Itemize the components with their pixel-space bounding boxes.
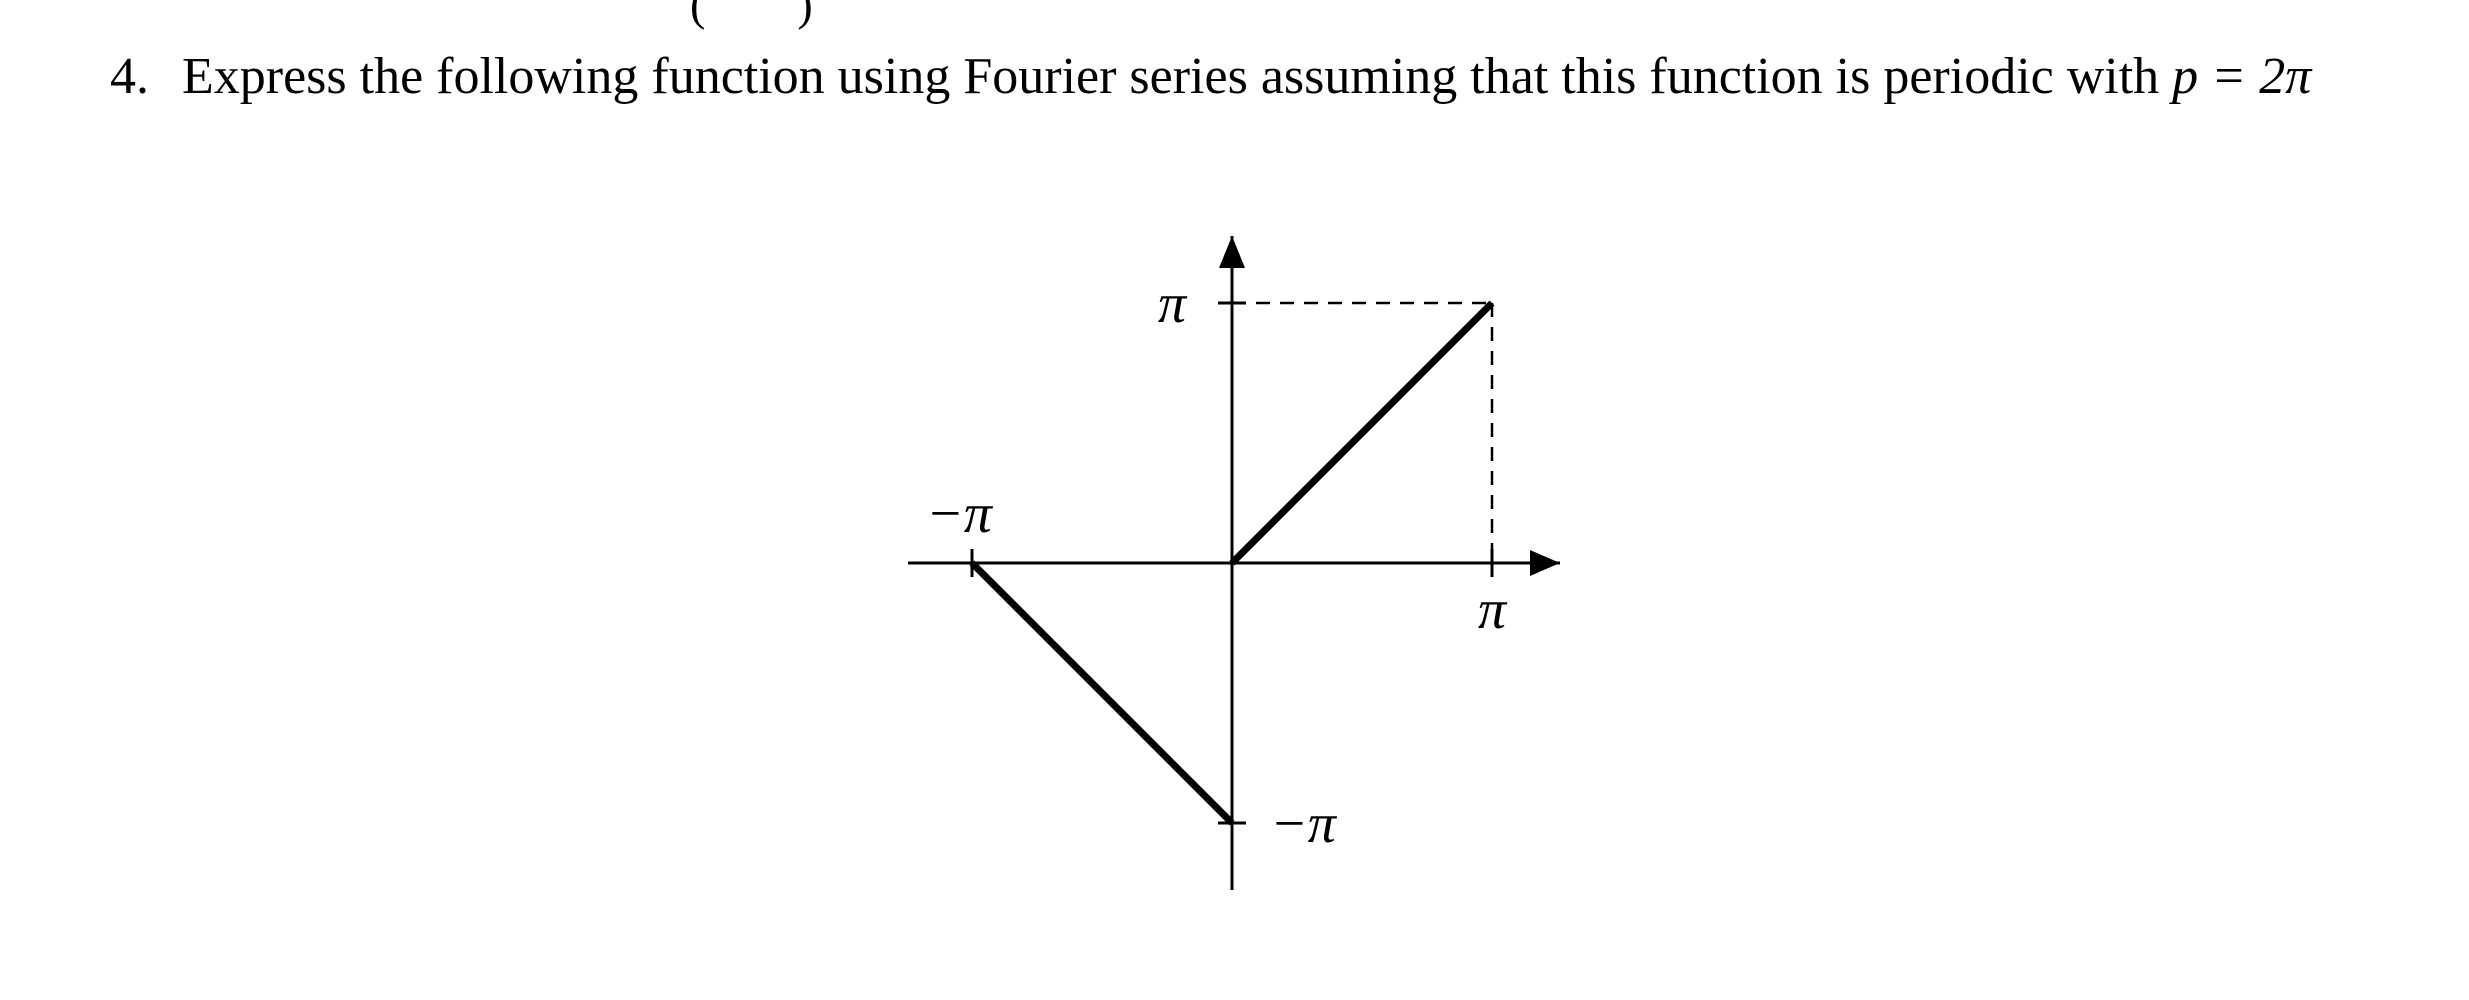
function-segment-1 bbox=[1229, 300, 1495, 566]
function-segments bbox=[969, 300, 1495, 826]
clipped-previous-line: ( ) bbox=[690, 0, 813, 30]
problem-number: 4. bbox=[110, 48, 149, 105]
problem-text-body: Express the following function using Fou… bbox=[182, 48, 2173, 105]
period-equation: p = 2π bbox=[2172, 48, 2312, 105]
y-tick-label-top: π bbox=[1158, 273, 1188, 335]
x-axis-arrowhead-icon bbox=[1530, 550, 1560, 576]
problem-text: Express the following function using Fou… bbox=[182, 42, 2420, 112]
problem-statement: 4. Express the following function using … bbox=[110, 42, 2420, 112]
tick-labels: π −π π −π bbox=[926, 273, 1508, 855]
x-tick-label-left: −π bbox=[926, 483, 994, 545]
function-segment-0 bbox=[969, 560, 1235, 826]
x-tick-label-right: π bbox=[1478, 579, 1508, 641]
y-tick-label-bottom: −π bbox=[1270, 793, 1338, 855]
y-axis-arrowhead-icon bbox=[1219, 236, 1245, 268]
dashed-guides bbox=[1232, 301, 1494, 563]
